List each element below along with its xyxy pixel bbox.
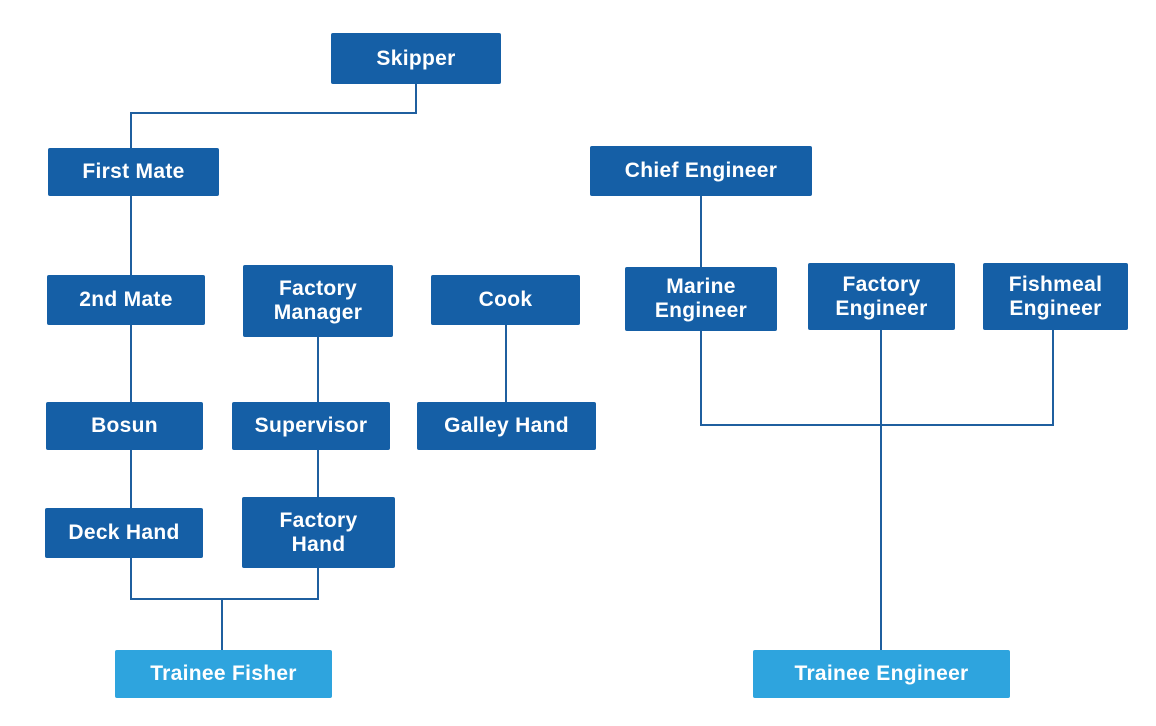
org-node-label: Marine Engineer [654,275,748,322]
org-node-galley-hand: Galley Hand [417,402,596,450]
connector-marine-engineer-drop [700,331,702,426]
connector-fishmeal-engineer-drop [1052,330,1054,426]
org-node-first-mate: First Mate [48,148,219,196]
org-node-label: Fishmeal Engineer [1008,272,1103,320]
connector-skipper-to-first-mate-elbow [130,112,417,114]
connector-trainee-fisher-drop [221,598,223,650]
org-node-factory-hand: Factory Hand [242,497,395,568]
org-node-trainee-fisher: Trainee Fisher [115,650,332,698]
org-node-label: Chief Engineer [624,159,778,182]
org-node-skipper: Skipper [331,33,501,84]
org-node-second-mate: 2nd Mate [47,275,205,325]
org-node-label: Skipper [376,46,456,70]
org-node-factory-engineer: Factory Engineer [808,263,955,330]
org-node-label: Bosun [91,414,158,437]
connector-factory-manager-spine [317,337,319,600]
org-node-trainee-engineer: Trainee Engineer [753,650,1010,698]
connector-first-mate-spine [130,112,132,600]
org-node-label: Trainee Fisher [150,662,297,685]
org-node-label: First Mate [82,160,185,183]
org-node-label: Supervisor [254,414,368,437]
connector-chief-to-marine-engineer [700,196,702,267]
connector-skipper-drop [415,84,417,114]
org-node-deck-hand: Deck Hand [45,508,203,558]
org-node-label: Galley Hand [444,414,569,437]
org-node-marine-engineer: Marine Engineer [625,267,777,331]
org-node-fishmeal-engineer: Fishmeal Engineer [983,263,1128,330]
org-node-label: Trainee Engineer [794,662,969,685]
org-node-cook: Cook [431,275,580,325]
org-node-label: 2nd Mate [79,288,173,311]
org-node-supervisor: Supervisor [232,402,390,450]
org-node-label: Cook [478,288,533,311]
connector-trainee-fisher-bus [130,598,319,600]
org-node-label: Factory Manager [273,277,363,324]
org-node-label: Deck Hand [68,521,180,544]
connector-engineer-bus [700,424,1054,426]
connector-trainee-engineer-spine [880,330,882,650]
org-node-label: Factory Hand [279,508,358,556]
org-node-bosun: Bosun [46,402,203,450]
org-node-factory-manager: Factory Manager [243,265,393,337]
org-node-label: Factory Engineer [835,272,928,320]
connector-cook-to-galley-hand [505,325,507,402]
org-node-chief-engineer: Chief Engineer [590,146,812,196]
